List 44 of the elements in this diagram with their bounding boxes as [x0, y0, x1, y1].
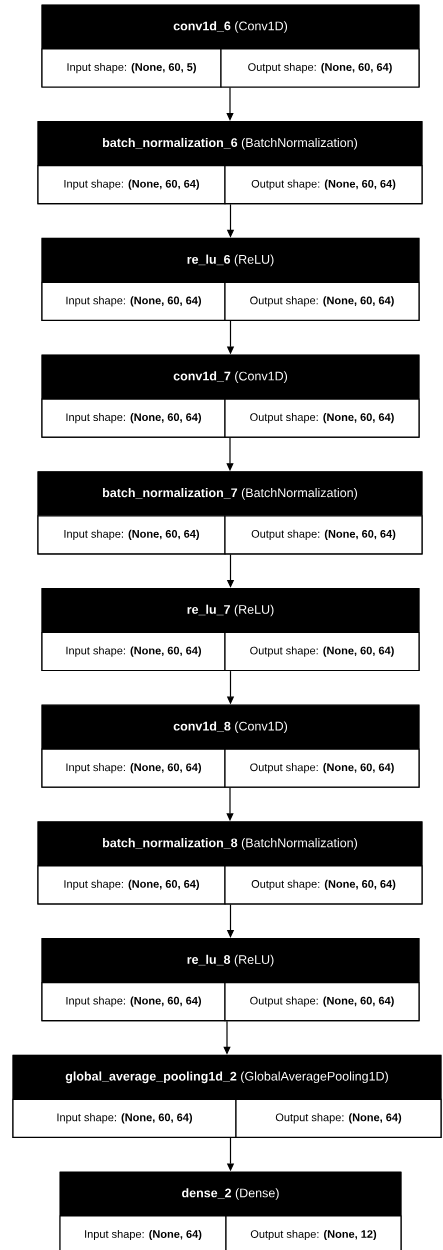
shape-cell: Output shape: (None, 60, 64): [224, 631, 420, 672]
shape-cell: Input shape: (None, 60, 64): [41, 982, 226, 1022]
shape-cell: Output shape: (None, 60, 64): [224, 515, 423, 555]
shape-cell: Output shape: (None, 60, 64): [224, 865, 423, 905]
layer-box: [12, 1054, 442, 1138]
layer-header: batch_normalization_8 (BatchNormalization): [37, 821, 423, 867]
layer-header: batch_normalization_6 (BatchNormalization): [37, 121, 423, 166]
shape-cell: Input shape: (None, 60, 64): [41, 398, 226, 438]
layer-box: [41, 237, 420, 321]
shape-cell: Output shape: (None, 12): [225, 1215, 402, 1250]
shape-cell: Input shape: (None, 60, 64): [12, 1098, 237, 1138]
shape-cell: Output shape: (None, 60, 64): [224, 982, 420, 1022]
shape-cell: Input shape: (None, 64): [59, 1215, 227, 1250]
shape-cell: Input shape: (None, 60, 64): [41, 631, 226, 672]
layer-box: [37, 121, 423, 205]
shape-cell: Output shape: (None, 60, 64): [224, 165, 423, 205]
layer-box: [37, 821, 423, 905]
shape-cell: Input shape: (None, 60, 64): [37, 515, 226, 555]
layer-box: [41, 938, 420, 1022]
layer-header: dense_2 (Dense): [59, 1171, 402, 1217]
shape-cell: Input shape: (None, 60, 64): [41, 748, 226, 788]
shape-cell: Input shape: (None, 60, 64): [41, 281, 226, 321]
layer-header: conv1d_7 (Conv1D): [41, 354, 420, 400]
shape-cell: Output shape: (None, 60, 64): [220, 48, 420, 88]
shape-cell: Input shape: (None, 60, 64): [37, 865, 226, 905]
layer-box: [41, 587, 420, 672]
layer-box: [41, 4, 420, 88]
shape-cell: Output shape: (None, 64): [235, 1098, 442, 1138]
layer-header: re_lu_8 (ReLU): [41, 938, 420, 983]
layer-box: [41, 704, 420, 788]
layer-box: [41, 354, 420, 438]
layer-header: conv1d_6 (Conv1D): [41, 4, 420, 50]
shape-cell: Input shape: (None, 60, 64): [37, 165, 226, 205]
shape-cell: Output shape: (None, 60, 64): [224, 281, 420, 321]
layer-header: batch_normalization_7 (BatchNormalization): [37, 471, 423, 516]
layer-header: global_average_pooling1d_2 (GlobalAveragePooling1D): [12, 1055, 442, 1100]
layer-header: conv1d_8 (Conv1D): [41, 705, 420, 750]
layer-box: [37, 471, 423, 555]
shape-cell: Output shape: (None, 60, 64): [224, 398, 420, 438]
shape-cell: Output shape: (None, 60, 64): [224, 748, 420, 788]
shape-cell: Input shape: (None, 60, 5): [41, 48, 222, 88]
layer-header: re_lu_6 (ReLU): [41, 238, 420, 283]
layer-header: re_lu_7 (ReLU): [41, 588, 420, 633]
layer-box: [59, 1171, 402, 1250]
